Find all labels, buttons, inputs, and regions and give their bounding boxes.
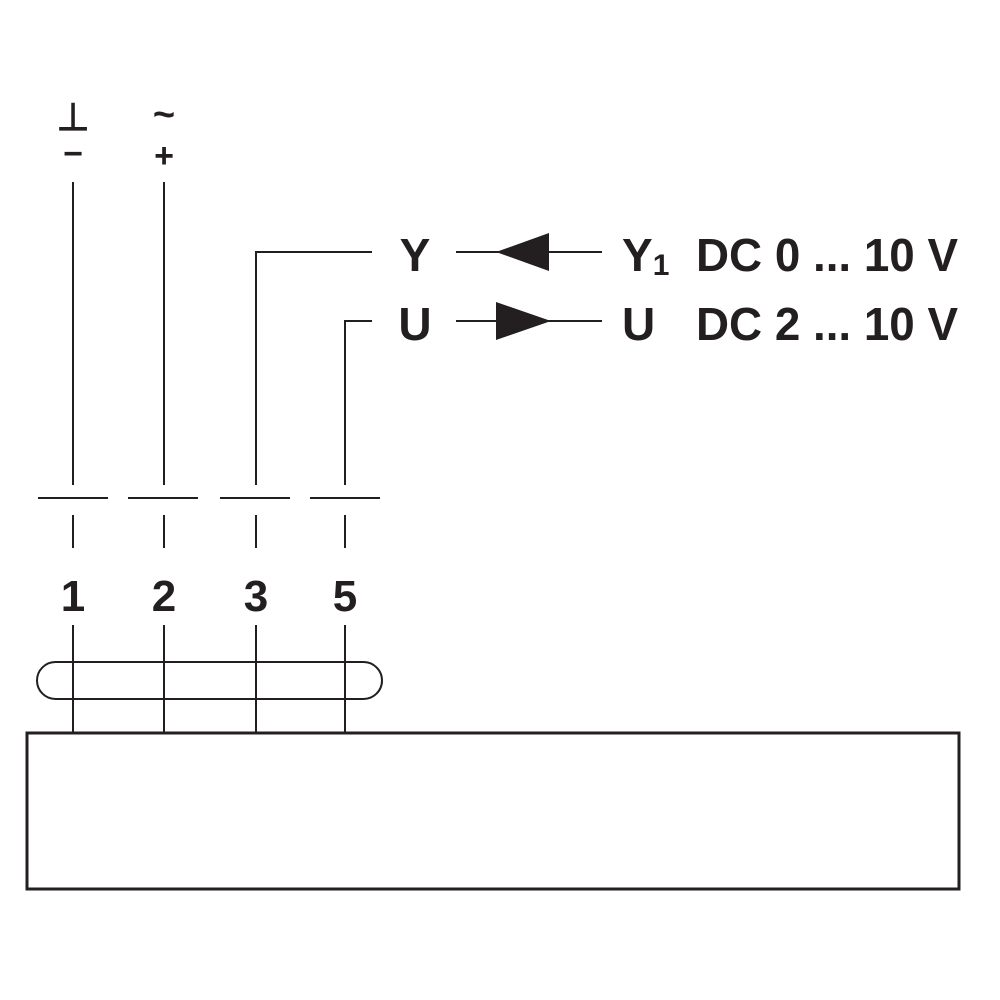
- y-label: Y: [400, 229, 431, 281]
- device-box: [25, 731, 961, 891]
- wire-5: [344, 320, 372, 485]
- ac-icon: ~: [153, 94, 175, 136]
- terminal-number-5: 5: [333, 572, 357, 621]
- minus-label: −: [63, 135, 83, 173]
- y-arrow-icon: [496, 233, 549, 271]
- u-label: U: [398, 298, 431, 350]
- ground-icon: ⊥: [56, 97, 89, 139]
- u-target-label: U: [622, 298, 655, 350]
- terminal-number-2: 2: [152, 572, 176, 621]
- wire-3: [255, 251, 372, 485]
- u-arrow-icon: [496, 302, 551, 340]
- cable-bundle: [36, 661, 383, 700]
- u-range-label: DC 2 ... 10 V: [696, 298, 958, 350]
- terminal-number-1: 1: [61, 572, 85, 621]
- y1-label: Y1: [622, 229, 669, 282]
- terminal-number-3: 3: [244, 572, 268, 621]
- y-range-label: DC 0 ... 10 V: [696, 229, 958, 281]
- plus-label: +: [154, 137, 174, 175]
